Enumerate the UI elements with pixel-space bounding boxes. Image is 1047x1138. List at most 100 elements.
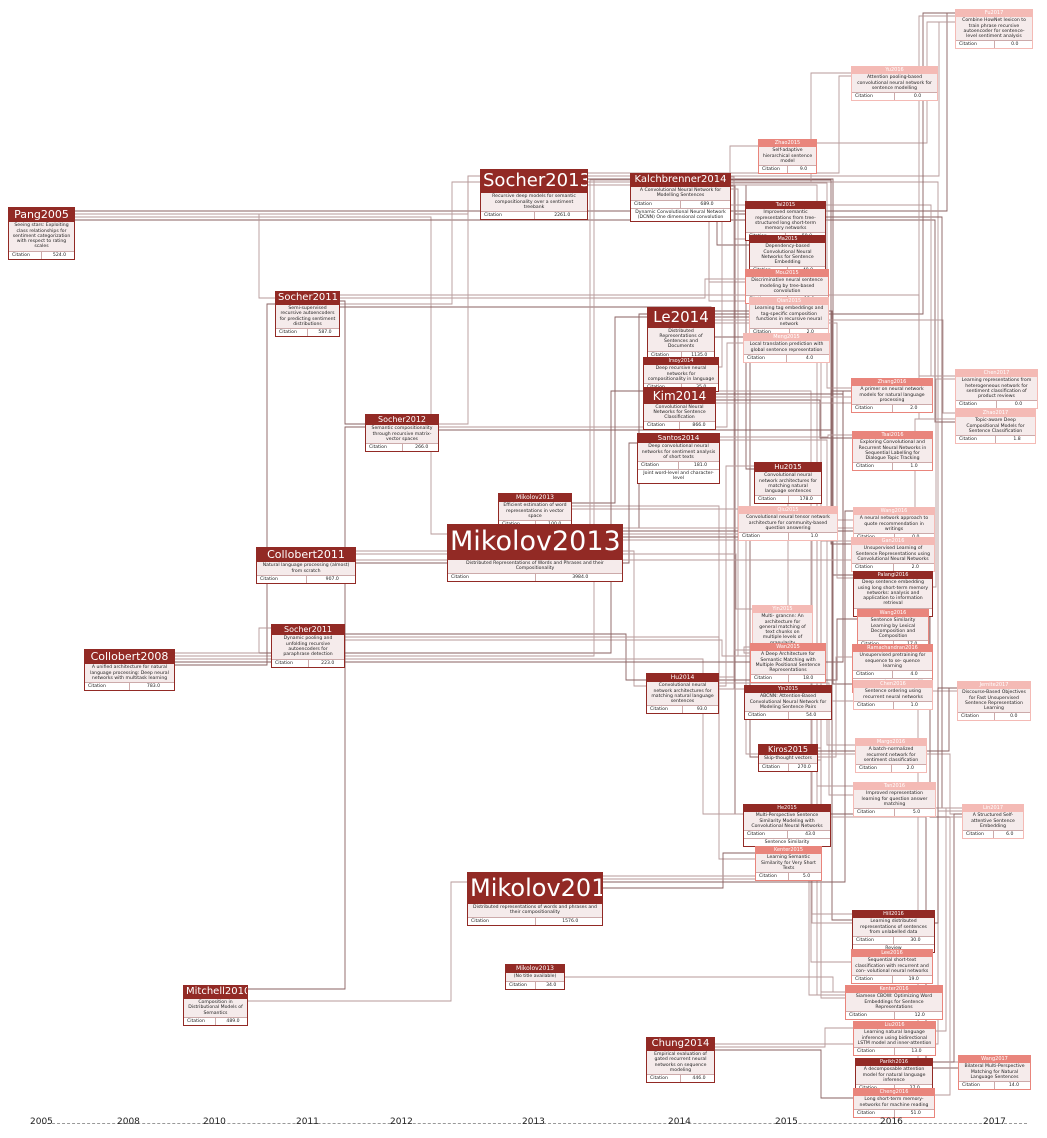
citation-edge <box>175 179 630 657</box>
paper-note: Joint word-level and character-level <box>638 469 719 483</box>
citation-count: 2.0 <box>892 564 935 572</box>
citation-edge <box>715 319 955 414</box>
paper-title: Learning representations from heterogene… <box>956 377 1037 401</box>
paper-key: Pang2005 <box>9 208 74 223</box>
paper-key: Mikolov2013 <box>448 525 622 561</box>
paper-title: Multi-Perspective Sentence Similarity Mo… <box>744 812 830 831</box>
paper-key: Mitchell2010 <box>184 986 247 999</box>
year-label: 2005 <box>30 1117 53 1127</box>
citation-label: Citation <box>187 1018 205 1024</box>
paper-title: Sentence ordering using recurrent neural… <box>854 688 932 701</box>
paper-title: Distributed representations of words and… <box>468 904 602 917</box>
citation-count: 54.0 <box>787 712 832 720</box>
paper-title: Learning tag embeddings and tag-specific… <box>750 305 828 329</box>
paper-key: Yin2015 <box>753 606 812 614</box>
citation-label: Citation <box>634 201 652 207</box>
citation-count: 178.0 <box>787 496 822 504</box>
citation-row: Citation 689.0 <box>631 199 730 208</box>
paper-key: Liu2016 <box>854 1022 935 1030</box>
paper-key: Ma2015 <box>750 236 825 244</box>
paper-key: Ramachandran2016 <box>853 645 932 653</box>
paper-title: Sentence Similarity Learning by Lexical … <box>858 617 928 641</box>
paper-key: Hu2015 <box>755 463 821 473</box>
paper-key: Qian2015 <box>750 298 828 306</box>
citation-count: 3984.0 <box>534 573 623 581</box>
citation-edge <box>715 1049 853 1099</box>
paper-key: Zhao2015 <box>759 140 816 148</box>
citation-edge <box>715 1027 853 1048</box>
citation-count: 689.0 <box>680 200 730 208</box>
citation-label: Citation <box>959 402 977 408</box>
citation-edge <box>623 536 853 685</box>
paper-title: Unsupervised pretraining for sequence to… <box>853 652 932 671</box>
paper-key: He2015 <box>744 805 830 813</box>
citation-count: 783.0 <box>129 683 174 691</box>
citation-edge <box>340 278 745 299</box>
citation-edge <box>933 813 962 1063</box>
citation-edge <box>572 316 647 504</box>
timeline-axis <box>42 1123 1027 1124</box>
paper-title: Dependency-based Convolutional Neural Ne… <box>750 243 825 267</box>
citation-edge <box>720 434 852 438</box>
citation-label: Citation <box>754 676 772 682</box>
citation-count: 19.0 <box>891 976 933 984</box>
citation-count: 2.0 <box>788 329 829 337</box>
